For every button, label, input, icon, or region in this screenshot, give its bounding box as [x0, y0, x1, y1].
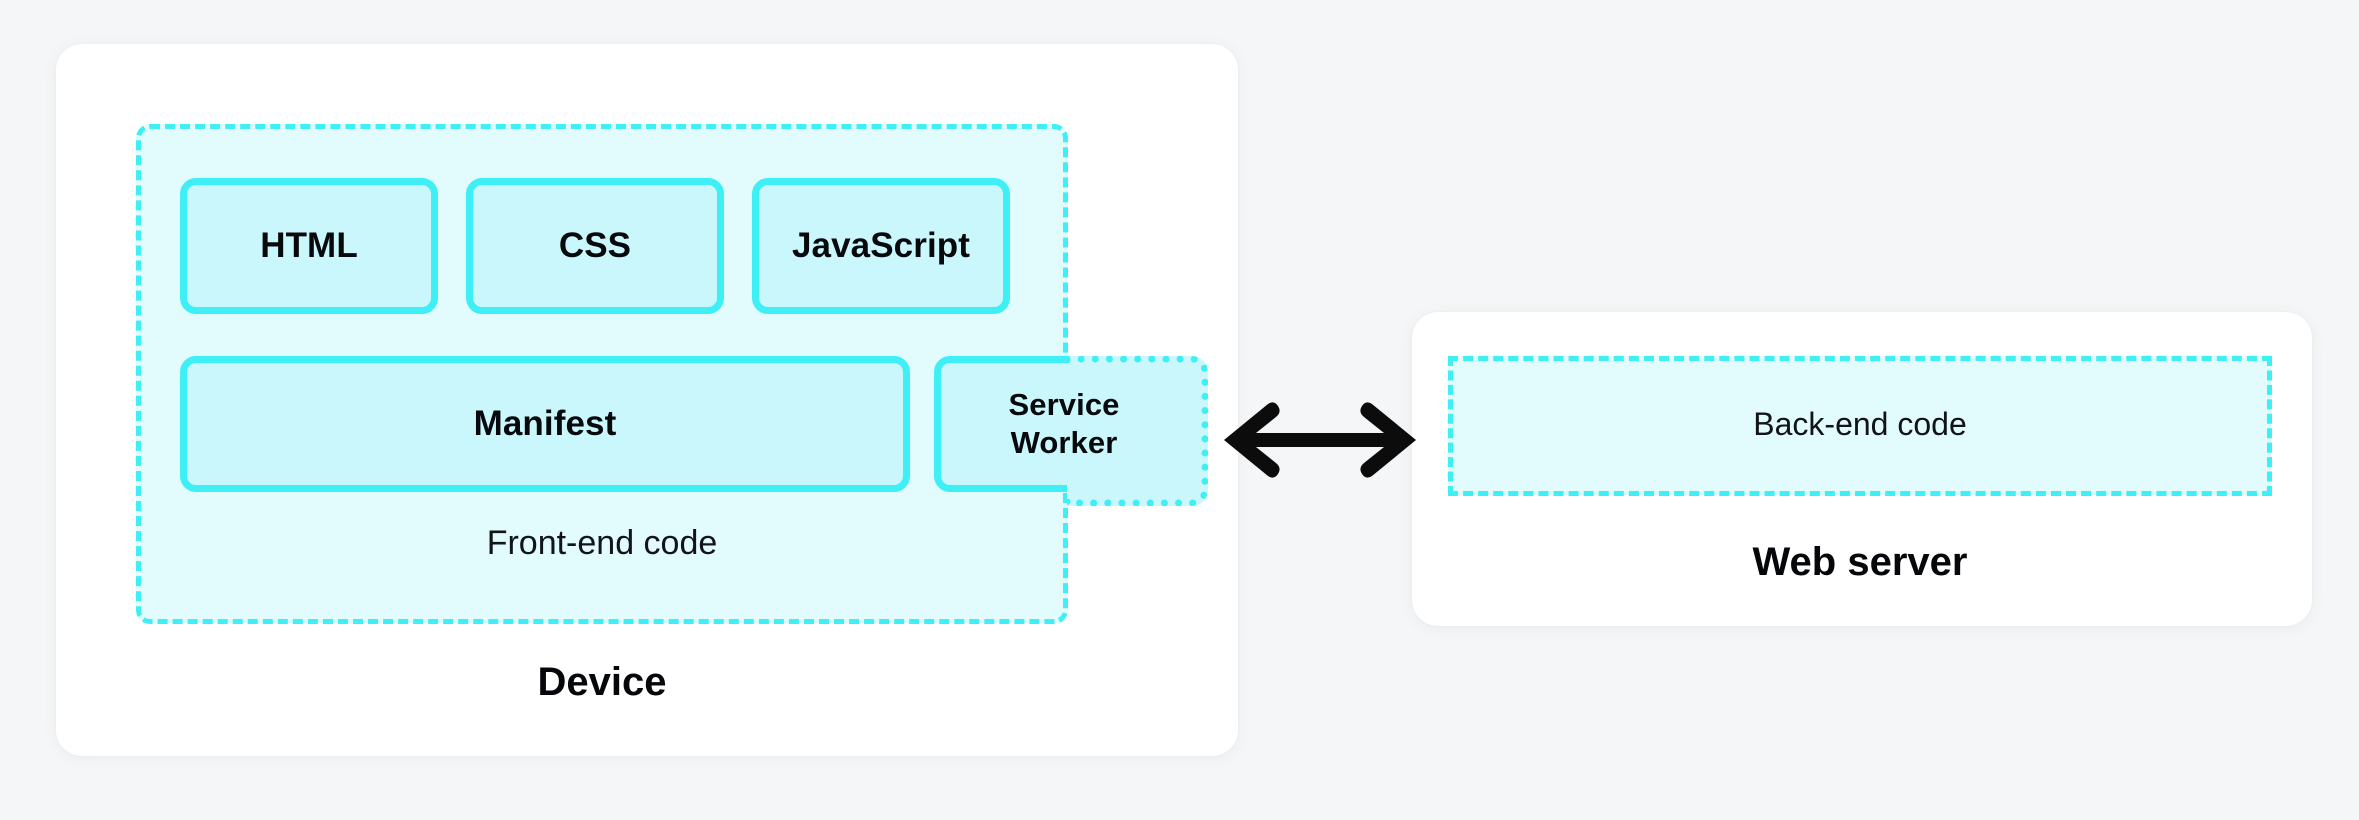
- device-panel-title: Device: [537, 660, 667, 704]
- chip-javascript-label: JavaScript: [791, 226, 971, 265]
- chip-service-worker[interactable]: Service Worker: [934, 356, 1208, 506]
- chip-css-label: CSS: [558, 226, 632, 265]
- chip-service-worker-label-line2: Worker: [1010, 425, 1118, 460]
- back-end-code-group: [1448, 356, 2272, 496]
- chip-service-worker-label: Service Worker: [1008, 386, 1119, 462]
- chip-manifest[interactable]: Manifest: [180, 356, 910, 492]
- chip-html-label: HTML: [260, 226, 358, 265]
- chip-manifest-label: Manifest: [473, 404, 617, 443]
- chip-html[interactable]: HTML: [180, 178, 438, 314]
- chip-javascript[interactable]: JavaScript: [752, 178, 1010, 314]
- chip-css[interactable]: CSS: [466, 178, 724, 314]
- double-headed-arrow-icon: [1224, 402, 1416, 478]
- front-end-code-caption: Front-end code: [486, 524, 718, 562]
- web-server-panel-title: Web server: [1752, 540, 1968, 584]
- back-end-code-caption: Back-end code: [1753, 406, 1967, 442]
- chip-service-worker-label-line1: Service: [1008, 387, 1120, 423]
